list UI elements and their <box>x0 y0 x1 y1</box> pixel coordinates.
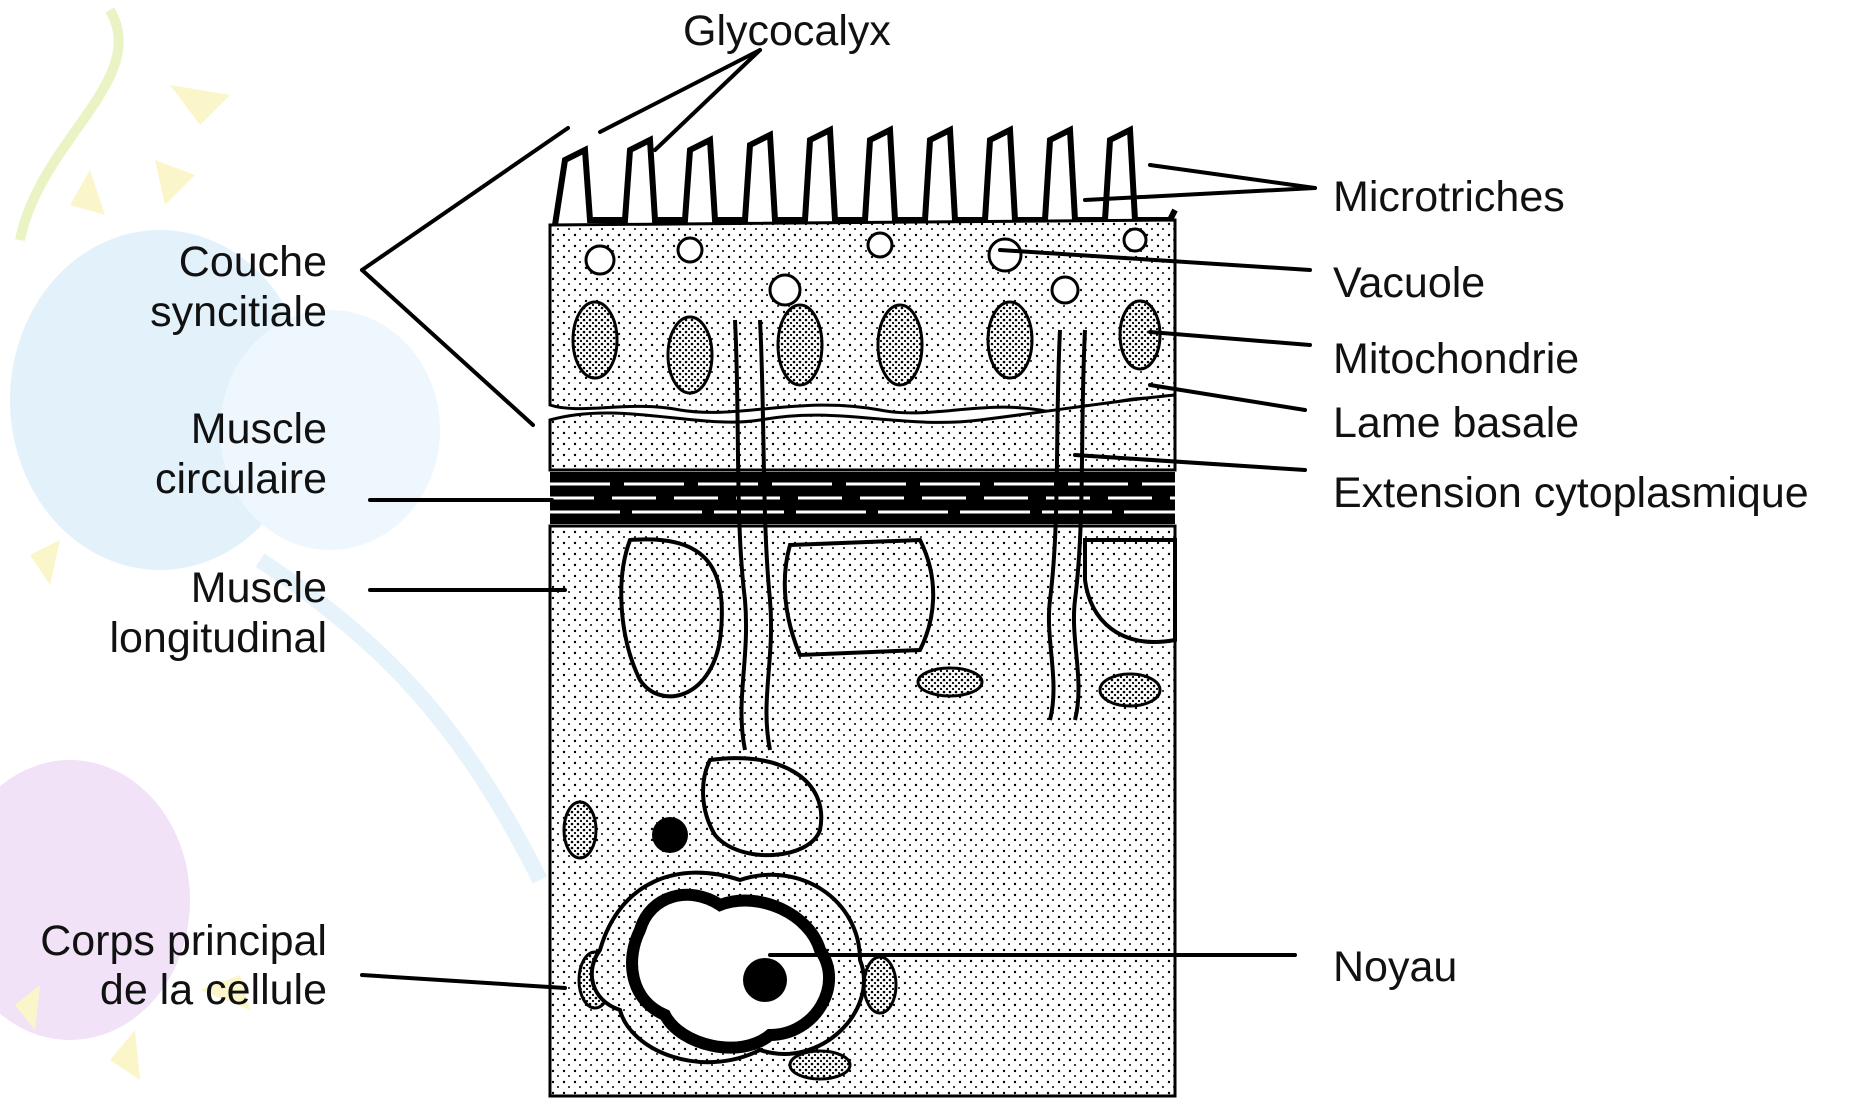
label-couche-line2: syncitiale <box>150 288 327 336</box>
leader-glycocalyx-1 <box>600 50 760 132</box>
longitudinal-muscle-bundle <box>621 539 722 696</box>
vacuole-shape <box>989 239 1021 271</box>
label-muscle-circulaire-line2: circulaire <box>155 455 327 503</box>
label-corps-line2: de la cellule <box>100 966 327 1014</box>
label-mitochondrie: Mitochondrie <box>1333 335 1579 383</box>
mitochondrion-shape <box>564 802 596 858</box>
leader-couche-top <box>362 128 568 270</box>
label-microtriches: Microtriches <box>1333 173 1565 221</box>
label-corps-line1: Corps principal <box>40 917 327 965</box>
mitochondrion-shape <box>1120 301 1160 369</box>
label-couche-line1: Couche <box>179 238 327 286</box>
cell-body <box>592 873 864 1063</box>
label-glycocalyx: Glycocalyx <box>683 7 891 55</box>
label-muscle-longitudinal-line2: longitudinal <box>109 614 327 662</box>
label-muscle-circulaire-line1: Muscle <box>191 405 327 453</box>
mitochondrion-shape <box>918 668 982 696</box>
mitochondrion-shape <box>573 302 617 378</box>
vacuole-shape <box>1124 229 1146 251</box>
mitochondrion-shape <box>878 305 922 385</box>
label-vacuole: Vacuole <box>1333 259 1485 307</box>
microtriches-surface <box>555 130 1175 225</box>
nucleolus <box>743 958 787 1002</box>
longitudinal-muscle-bundle <box>785 540 933 655</box>
label-lame-basale: Lame basale <box>1333 399 1579 447</box>
vacuole-shape <box>1052 277 1078 303</box>
leader-glycocalyx-2 <box>655 50 760 150</box>
mitochondrion-shape <box>988 302 1032 378</box>
vacuole-shape <box>770 275 800 305</box>
leader-couche-bottom <box>362 270 533 425</box>
vacuole-shape <box>678 238 702 262</box>
syncytial-layer <box>550 130 1175 413</box>
leader-microtriches-2 <box>1085 188 1315 200</box>
label-noyau: Noyau <box>1333 943 1457 991</box>
leader-microtriches-1 <box>1150 165 1315 188</box>
mitochondrion-shape <box>778 305 822 385</box>
mitochondrion-shape <box>1100 674 1160 706</box>
mitochondrion-shape <box>790 1051 850 1079</box>
label-extension: Extension cytoplasmique <box>1333 469 1809 517</box>
label-muscle-longitudinal-line1: Muscle <box>191 564 327 612</box>
mitochondrion-shape <box>864 957 896 1013</box>
mitochondrion-shape <box>668 317 712 393</box>
dark-granule <box>652 817 688 853</box>
leader-corps <box>362 975 565 988</box>
vacuole-shape <box>586 246 614 274</box>
vacuole-shape <box>868 233 892 257</box>
